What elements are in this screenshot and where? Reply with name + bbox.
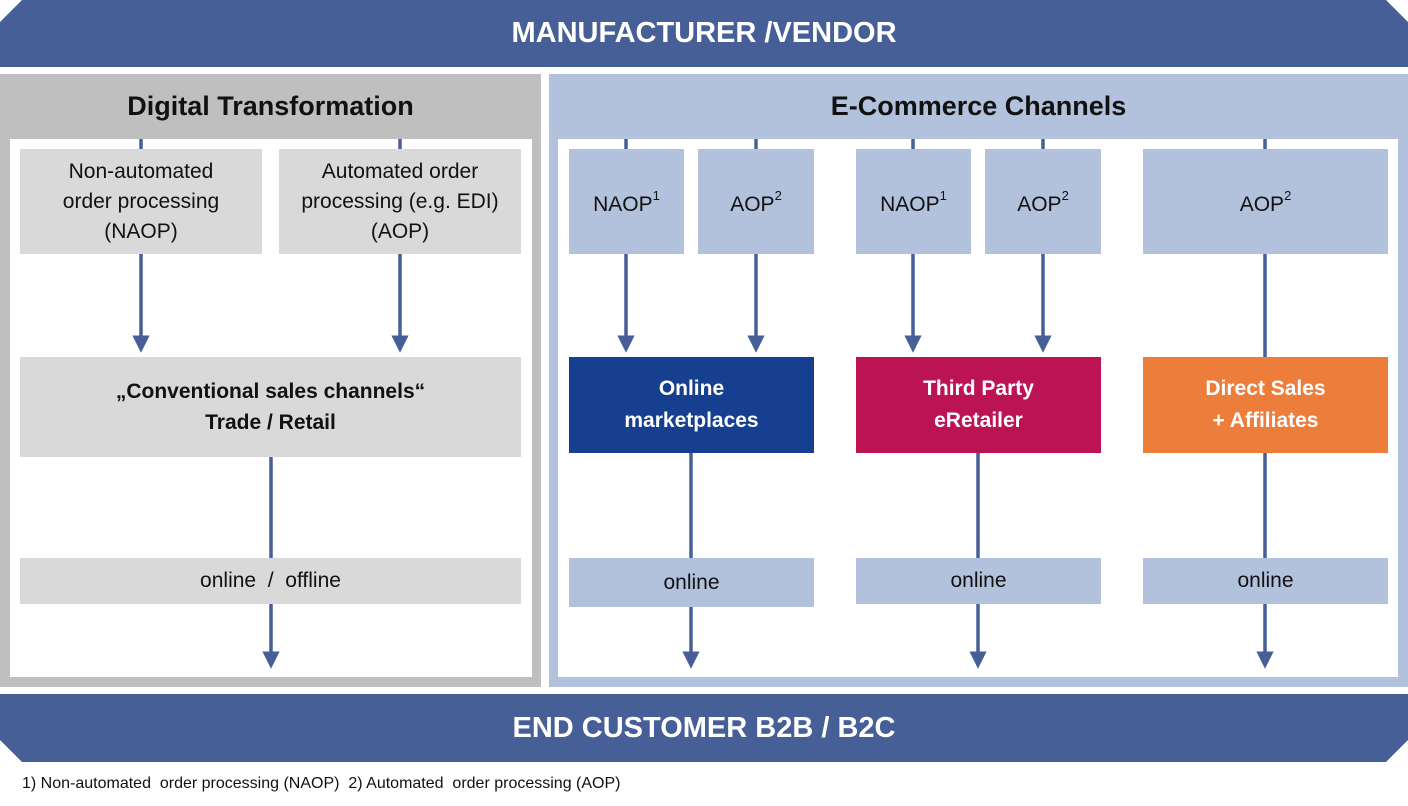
aop-box-marketplaces: AOP2 xyxy=(698,149,814,254)
third-party-eretailer-box: Third Party eRetailer xyxy=(856,357,1101,453)
direct-sales-affiliates-box: Direct Sales + Affiliates xyxy=(1143,357,1388,453)
naop-box: Non-automated order processing (NAOP) xyxy=(20,149,262,254)
online-box-marketplaces: online xyxy=(569,558,814,607)
aop-box: Automated order processing (e.g. EDI) (A… xyxy=(279,149,521,254)
naop-box-marketplaces: NAOP1 xyxy=(569,149,684,254)
end-customer-title: END CUSTOMER B2B / B2C xyxy=(512,711,896,744)
ecommerce-channels-title: E-Commerce Channels xyxy=(830,91,1127,121)
conventional-sales-channels-box: „Conventional sales channels“ Trade / Re… xyxy=(20,357,521,457)
aop-box-eretailer: AOP2 xyxy=(985,149,1101,254)
footnote: 1) Non-automated order processing (NAOP)… xyxy=(22,775,621,792)
online-offline-box: online / offline xyxy=(20,558,521,604)
end-customer-banner: END CUSTOMER B2B / B2C xyxy=(0,694,1408,762)
online-marketplaces-box: Online marketplaces xyxy=(569,357,814,453)
online-box-eretailer: online xyxy=(856,558,1101,604)
aop-box-direct-sales: AOP2 xyxy=(1143,149,1388,254)
manufacturer-vendor-title: MANUFACTURER /VENDOR xyxy=(511,17,897,49)
digital-transformation-title: Digital Transformation xyxy=(127,91,414,121)
online-box-direct-sales: online xyxy=(1143,558,1388,604)
manufacturer-vendor-banner: MANUFACTURER /VENDOR xyxy=(0,0,1408,67)
naop-box-eretailer: NAOP1 xyxy=(856,149,971,254)
